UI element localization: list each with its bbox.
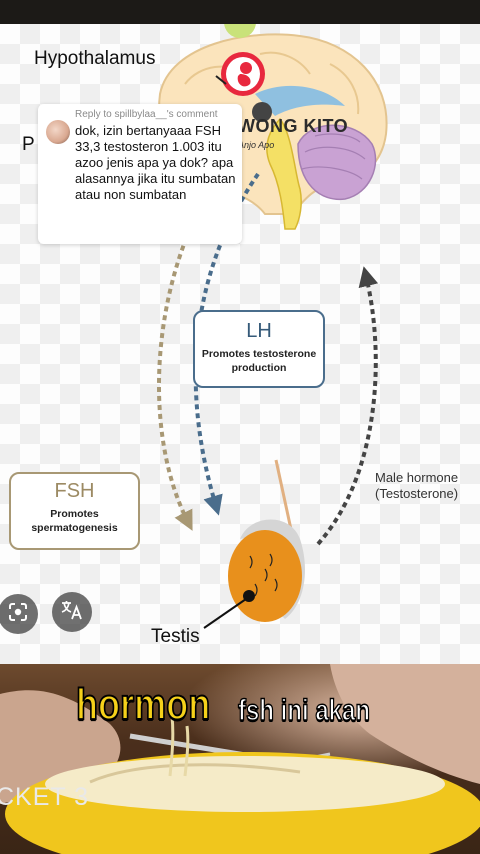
testis-label: Testis <box>151 626 200 647</box>
hanging-ball <box>224 24 256 38</box>
watermark-subtext: Anjo Apo <box>238 140 275 150</box>
video-caption: hormon fsh ini akan <box>75 679 370 730</box>
fsh-title: FSH <box>54 480 95 502</box>
partial-label: P <box>22 134 35 155</box>
lens-icon <box>7 601 29 628</box>
top-strip <box>0 0 480 24</box>
video-art <box>0 664 480 854</box>
watermark-text: WONG KITO <box>238 116 349 136</box>
video-frame <box>0 664 480 854</box>
reply-body: dok, izin bertanyaaa FSH 33,3 testostero… <box>75 123 236 202</box>
testis-shape <box>228 530 302 622</box>
fsh-description: Promotes spermatogenesis <box>31 508 118 534</box>
avatar <box>46 120 70 144</box>
lh-arrow <box>193 172 260 516</box>
fsh-box: FSH Promotes spermatogenesis <box>9 472 140 550</box>
caption-highlight: hormon <box>75 679 211 730</box>
arm-shape <box>330 664 480 784</box>
fsh-arrow <box>157 228 193 531</box>
lh-description: Promotes testosterone production <box>201 348 317 374</box>
ventricle-shape <box>255 85 345 116</box>
bowl-text: CKET 3 <box>0 783 90 811</box>
lh-title: LH <box>246 320 272 342</box>
translate-button[interactable] <box>52 592 92 632</box>
lens-button[interactable] <box>0 594 38 634</box>
cerebellum-shape <box>297 124 377 201</box>
reply-comment-card[interactable]: Reply to spillbylaa__'s comment dok, izi… <box>38 104 242 244</box>
reply-header: Reply to spillbylaa__'s comment <box>75 109 218 120</box>
brainstem-shape <box>266 117 302 230</box>
testosterone-arrow <box>316 266 379 546</box>
pituitary-marker <box>252 102 272 122</box>
hypothalamus-label: Hypothalamus <box>34 48 156 69</box>
hormone-diagram: Hypothalamus P WONG KITO Anjo Apo LH Pro… <box>0 24 480 664</box>
caption-rest: fsh ini akan <box>237 693 371 728</box>
translate-icon <box>60 599 84 626</box>
lh-box: LH Promotes testosterone production <box>193 310 325 388</box>
male-hormone-label: Male hormone (Testosterone) <box>375 470 459 501</box>
